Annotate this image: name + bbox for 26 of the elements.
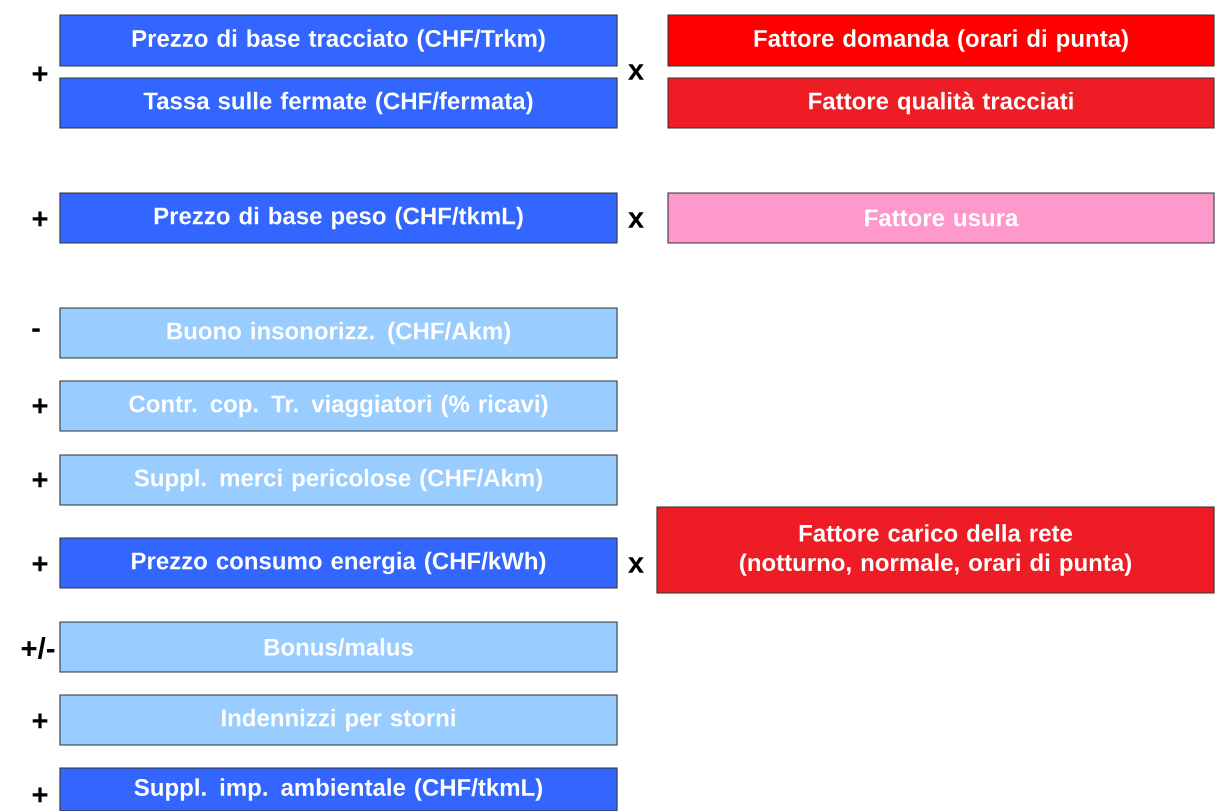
operator-sign: - [32, 328, 40, 332]
formula-box: Indennizzi per storni [59, 694, 618, 746]
operator-sign: + [32, 713, 48, 729]
operator-sign: x [628, 212, 644, 228]
formula-box: Fattore domanda (orari di punta) [667, 14, 1215, 67]
formula-box: Fattore usura [667, 192, 1215, 244]
formula-box: Bonus/malus [59, 621, 618, 673]
operator-sign: +/- [21, 637, 55, 659]
formula-box: Suppl. imp. ambientale (CHF/tkmL) [59, 767, 618, 811]
formula-box: Suppl. merci pericolose (CHF/Akm) [59, 454, 618, 506]
operator-sign: + [32, 556, 48, 572]
formula-box: Prezzo di base tracciato (CHF/Trkm) [59, 14, 618, 67]
formula-box: Prezzo consumo energia (CHF/kWh) [59, 537, 618, 589]
formula-box: Contr. cop. Tr. viaggiatori (% ricavi) [59, 380, 618, 432]
formula-box: Fattore qualità tracciati [667, 77, 1215, 129]
formula-box: Prezzo di base peso (CHF/tkmL) [59, 192, 618, 244]
operator-sign: + [32, 66, 48, 82]
formula-box: Fattore carico della rete (notturno, normale, orari di punta) [656, 506, 1215, 594]
operator-sign: x [628, 557, 644, 573]
operator-sign: + [32, 211, 48, 227]
formula-box: Buono insonorizz. (CHF/Akm) [59, 307, 618, 359]
operator-sign: + [32, 398, 48, 414]
operator-sign: x [628, 64, 644, 80]
formula-box: Tassa sulle fermate (CHF/fermata) [59, 77, 618, 129]
operator-sign: + [32, 472, 48, 488]
operator-sign: + [32, 787, 48, 803]
